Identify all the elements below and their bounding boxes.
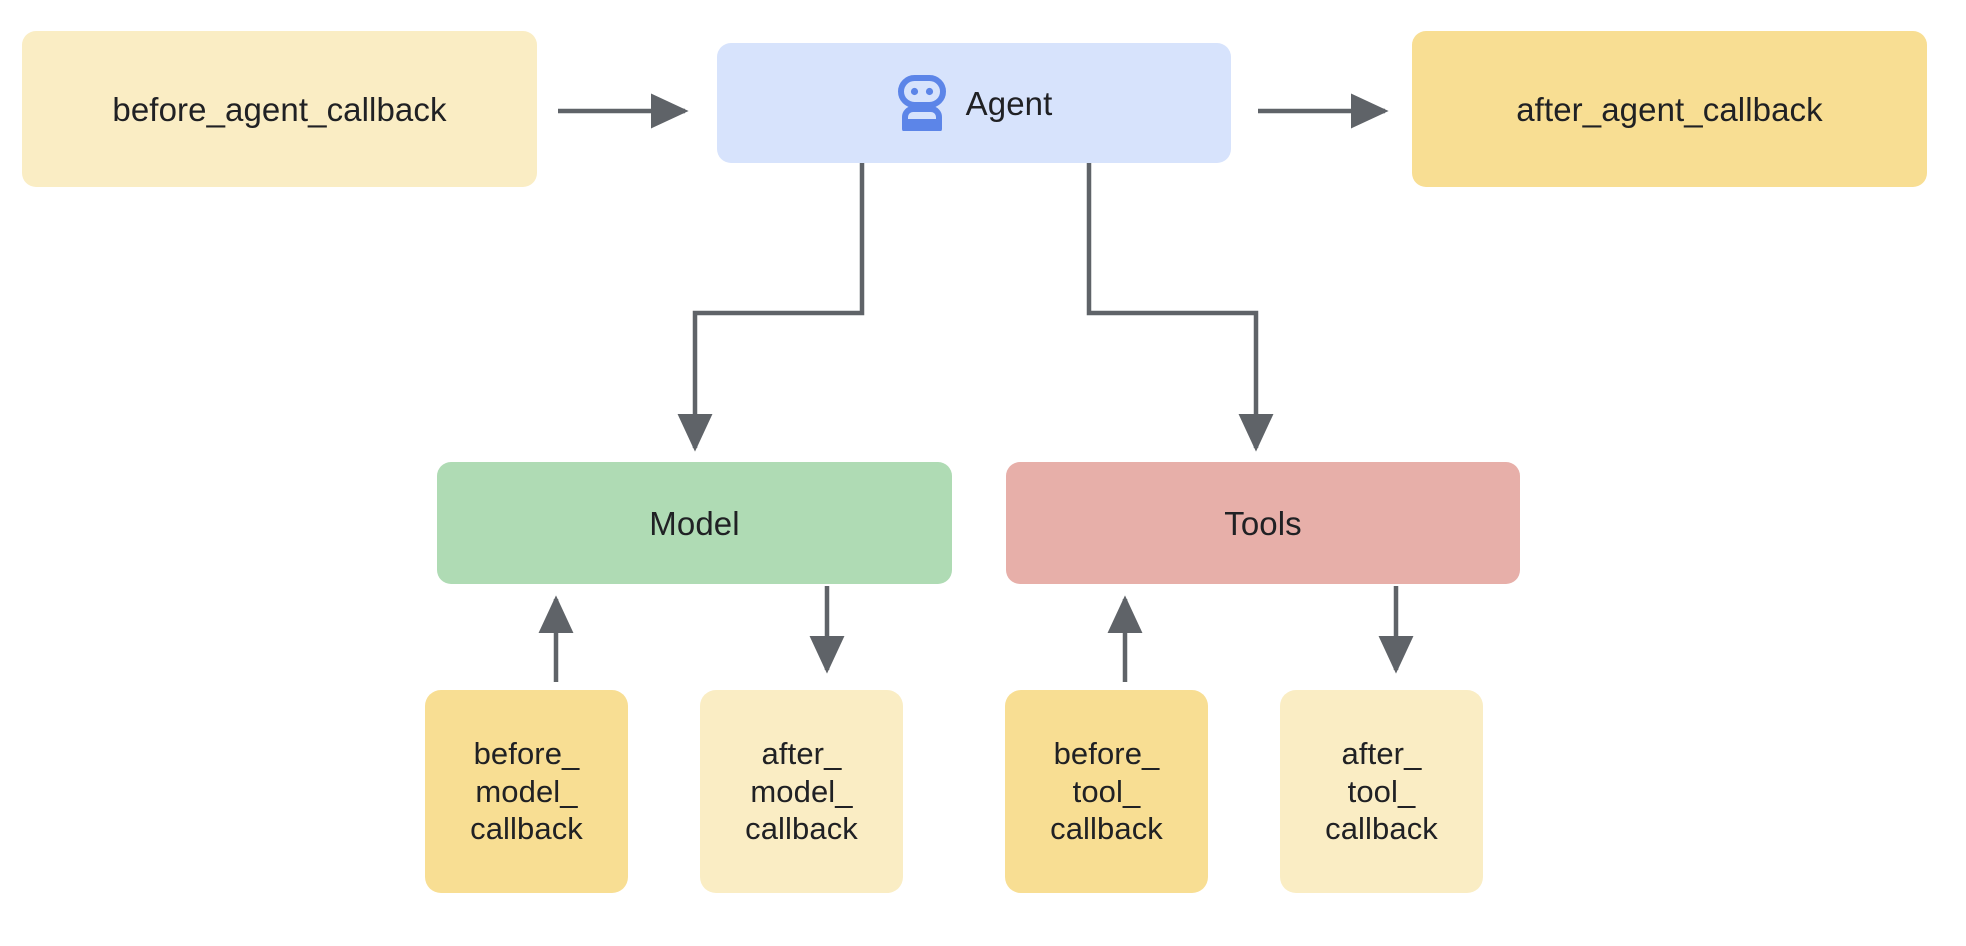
edge-agent-to-tools bbox=[1086, 163, 1274, 452]
robot-icon bbox=[896, 42, 948, 164]
node-after-model-callback[interactable]: after_ model_ callback bbox=[700, 690, 903, 893]
node-tools[interactable]: Tools bbox=[1006, 462, 1520, 584]
node-model-label: Model bbox=[649, 504, 740, 542]
node-before-tool-callback[interactable]: before_ tool_ callback bbox=[1005, 690, 1208, 893]
node-agent[interactable]: Agent bbox=[717, 43, 1231, 163]
node-after-model-callback-label: after_ model_ callback bbox=[745, 735, 858, 847]
node-after-tool-callback[interactable]: after_ tool_ callback bbox=[1280, 690, 1483, 893]
node-before-agent-callback-label: before_agent_callback bbox=[112, 90, 447, 128]
node-after-agent-callback[interactable]: after_agent_callback bbox=[1412, 31, 1927, 187]
node-tools-label: Tools bbox=[1224, 504, 1302, 542]
node-before-agent-callback[interactable]: before_agent_callback bbox=[22, 31, 537, 187]
node-after-tool-callback-label: after_ tool_ callback bbox=[1325, 735, 1438, 847]
edge-agent-to-model bbox=[677, 163, 865, 452]
node-before-model-callback-label: before_ model_ callback bbox=[470, 735, 583, 847]
node-agent-label: Agent bbox=[965, 84, 1053, 122]
node-model[interactable]: Model bbox=[437, 462, 952, 584]
node-after-agent-callback-label: after_agent_callback bbox=[1516, 90, 1823, 128]
node-before-tool-callback-label: before_ tool_ callback bbox=[1050, 735, 1163, 847]
node-before-model-callback[interactable]: before_ model_ callback bbox=[425, 690, 628, 893]
